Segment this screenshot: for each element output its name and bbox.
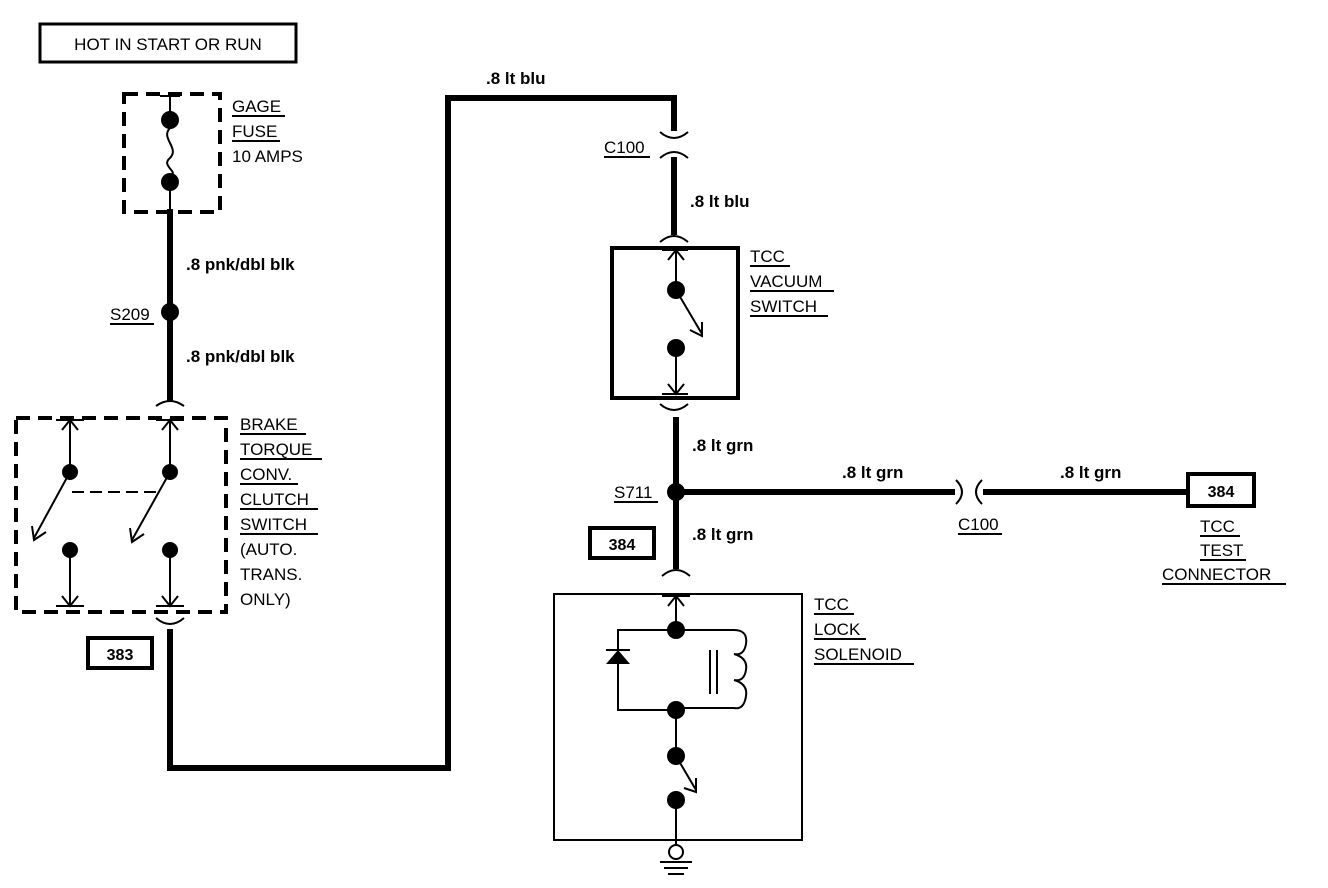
c100-right-connector [955,479,983,505]
tcc-lock-solenoid [553,593,803,841]
fuse-terminal-top [161,111,179,129]
circuit-383-label: 383 [107,647,134,664]
brake-switch-label-line2: TORQUE [240,440,312,459]
brake-switch-label-line8: ONLY) [240,590,291,609]
fuse-label-line2: FUSE [232,122,277,141]
coil-icon [676,629,748,710]
circuit-383-badge: 383 [86,636,154,670]
wire-label-splice-to-connector-a: .8 lt grn [842,463,903,482]
tcc-test-connector: 384 [1186,472,1256,508]
splice-s209-dot [161,303,179,321]
fuse-label-line1: GAGE [232,97,281,116]
brake-switch-label-line5: SWITCH [240,515,307,534]
brake-switch-label-line6: (AUTO. [240,540,297,559]
circuit-384-badge: 384 [588,526,656,560]
vacuum-switch-label-line2: VACUUM [750,272,822,291]
wire-label-top-run: .8 lt blu [486,69,546,88]
test-connector-label-line2: TEST [1200,541,1243,560]
solenoid-label-line3: SOLENOID [814,645,902,664]
wire-lt-blu-run [167,95,677,771]
brake-switch [14,416,228,614]
wire-label-splice-to-solenoid: .8 lt grn [692,525,753,544]
fuse-element-icon [166,127,174,177]
brake-switch-output-connector-icon [155,617,185,625]
c100-top-connector [659,131,689,159]
vacuum-switch-output-connector-icon [659,403,689,411]
power-source-label: HOT IN START OR RUN [74,35,262,54]
power-source-box: HOT IN START OR RUN [38,22,298,64]
vacuum-switch-label-line3: SWITCH [750,297,817,316]
splice-s209-label: S209 [110,305,150,324]
vacuum-switch-input-connector-icon [659,235,689,243]
brake-switch-label-line1: BRAKE [240,415,298,434]
solenoid-input-connector-icon [661,569,691,577]
brake-switch-label-line3: CONV. [240,465,292,484]
ground-icon [660,840,692,875]
wire-label-splice-to-connector-b: .8 lt grn [1060,463,1121,482]
brake-switch-label-line7: TRANS. [240,565,302,584]
brake-switch-input-connector-icon [155,400,185,407]
wire-label-fuse-to-splice: .8 pnk/dbl blk [186,255,295,274]
circuit-384-left-label: 384 [609,537,636,554]
solenoid-label-line2: LOCK [814,620,861,639]
solenoid-label-line1: TCC [814,595,849,614]
fuse-terminal-bottom [161,173,179,191]
fuse-label-line3: 10 AMPS [232,147,303,166]
circuit-384-test-label: 384 [1208,484,1235,501]
diode-icon [606,650,630,664]
gage-fuse [122,92,222,214]
test-connector-label-line3: CONNECTOR [1162,565,1271,584]
c100-right-label: C100 [958,515,999,534]
vacuum-switch-label-line1: TCC [750,247,785,266]
wire-label-c100-to-vacuum: .8 lt blu [690,192,750,211]
wire-label-vacuum-to-splice: .8 lt grn [692,436,753,455]
tcc-vacuum-switch [610,246,740,400]
test-connector-label-line1: TCC [1200,517,1235,536]
splice-s711-label: S711 [614,483,652,502]
wire-label-splice-to-switch: .8 pnk/dbl blk [186,347,295,366]
c100-top-label: C100 [604,138,645,157]
brake-switch-label-line4: CLUTCH [240,490,309,509]
